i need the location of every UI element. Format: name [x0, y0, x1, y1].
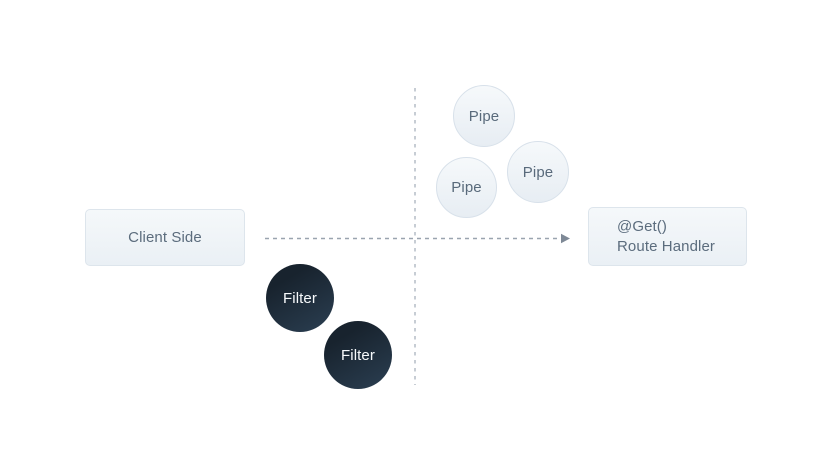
filter-label: Filter — [341, 346, 375, 364]
filter-node-1: Filter — [266, 264, 334, 332]
route-decorator-label: @Get() — [617, 217, 667, 235]
route-handler-node: @Get() Route Handler — [588, 207, 747, 266]
filter-node-2: Filter — [324, 321, 392, 389]
pipe-label: Pipe — [451, 179, 482, 196]
pipe-label: Pipe — [468, 107, 500, 125]
route-handler-label: Route Handler — [617, 237, 716, 255]
pipe-node-1: Pipe — [453, 85, 515, 147]
arrowhead-icon — [561, 233, 570, 244]
pipe-node-3: Pipe — [507, 141, 569, 203]
client-side-node: Client Side — [85, 209, 245, 266]
filter-label: Filter — [283, 289, 317, 307]
pipe-node-2: Pipe — [436, 157, 497, 218]
client-side-label: Client Side — [128, 229, 202, 246]
pipe-label: Pipe — [522, 163, 554, 181]
